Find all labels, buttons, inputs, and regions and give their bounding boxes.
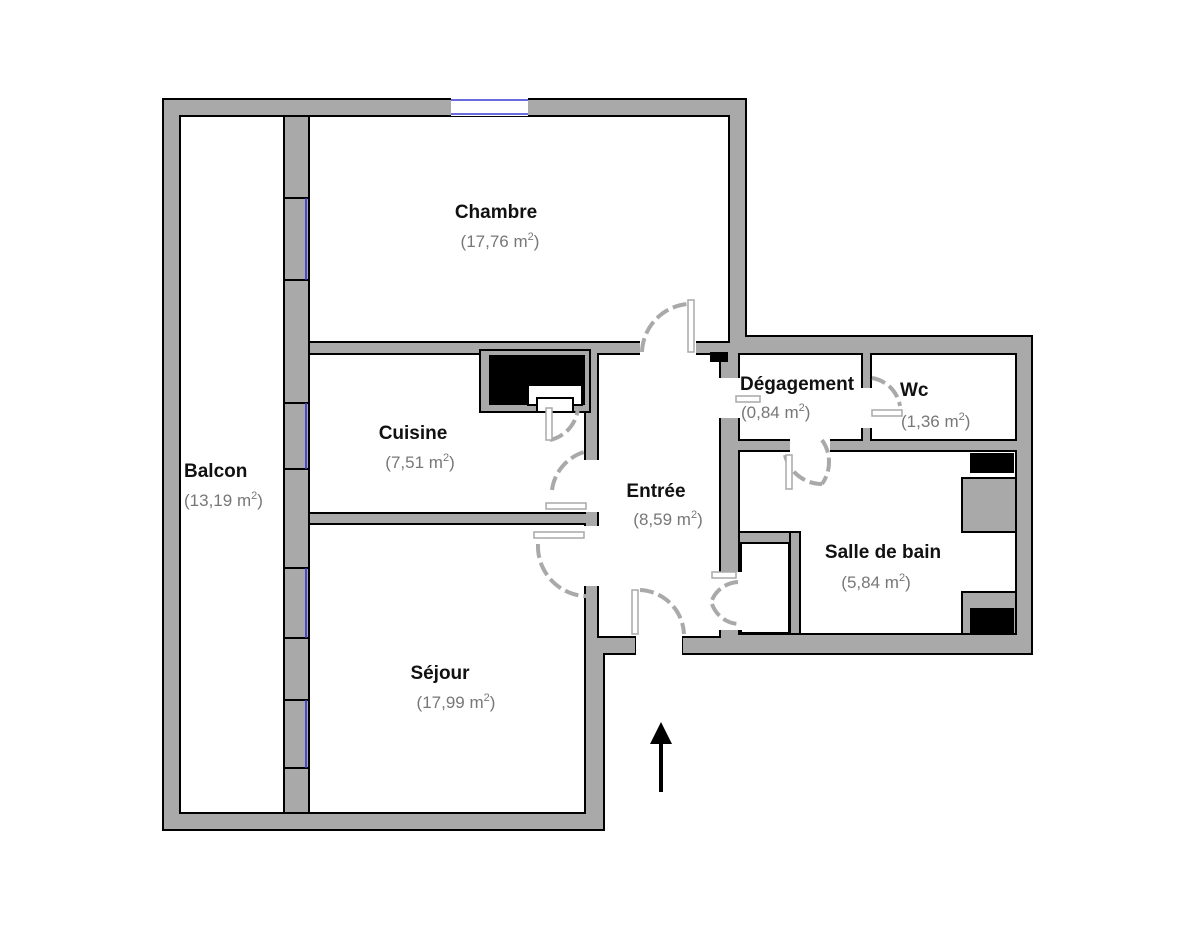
door-degagement[interactable] [783,438,832,490]
kitchen-niche-lower [536,397,574,413]
svg-text:(5,84 m2): (5,84 m2) [841,572,910,592]
svg-text:Chambre: Chambre [455,202,537,223]
door-kitchen-cupboard[interactable] [545,407,580,442]
door-wc[interactable] [871,376,903,417]
entry-small-fixture [710,352,728,362]
balcon-pier-2 [283,279,310,404]
svg-text:Wc: Wc [900,380,929,401]
svg-text:(7,51 m2): (7,51 m2) [385,452,454,472]
bath-partition-v [789,531,801,635]
opening-cuisine-entree [584,460,600,512]
door-sejour[interactable] [533,531,593,599]
label-chambre: Chambre (17,76 m2) [455,202,540,251]
bath-fixture-top [970,453,1014,473]
balcon-pier-1 [283,115,310,199]
room-balcon [179,115,285,814]
window-balcon-3 [286,568,308,638]
room-sejour [308,523,586,814]
opening-sejour-entree [584,526,600,586]
balcon-pier-3 [283,468,310,569]
balcon-pier-5 [283,767,310,814]
bath-closet [740,542,790,634]
opening-degagement-sdb [790,438,830,453]
svg-text:Dégagement: Dégagement [740,374,855,395]
label-entree: Entrée (8,59 m2) [626,481,702,529]
label-salle-de-bain: Salle de bain (5,84 m2) [825,542,941,592]
opening-degagement-wc [860,388,874,428]
door-entree-lower[interactable] [631,588,686,635]
room-entree [597,353,721,638]
svg-text:(0,84 m2): (0,84 m2) [741,402,810,422]
svg-text:Cuisine: Cuisine [379,423,448,444]
svg-text:Balcon: Balcon [184,461,247,482]
svg-text:(8,59 m2): (8,59 m2) [633,509,702,529]
room-chambre [308,115,730,343]
window-balcon-4 [286,700,308,768]
door-chambre[interactable] [640,299,695,353]
label-cuisine: Cuisine (7,51 m2) [379,423,455,472]
up-arrow-icon [650,722,672,792]
door-degagement-entree[interactable] [735,395,761,403]
label-sejour: Séjour (17,99 m2) [410,663,495,712]
svg-text:(1,36 m2): (1,36 m2) [901,411,970,431]
svg-text:Salle de bain: Salle de bain [825,542,941,563]
svg-text:(17,76 m2): (17,76 m2) [461,231,540,251]
svg-text:Séjour: Séjour [410,663,470,684]
balcon-pier-4 [283,637,310,701]
window-chambre [451,98,528,116]
window-balcon-1 [286,198,308,280]
bath-partition [738,531,798,544]
opening-chambre-entree [640,340,696,356]
window-balcon-2 [286,403,308,469]
bath-fixture-bottom [970,608,1014,634]
door-cuisine[interactable] [545,448,597,510]
label-balcon: Balcon (13,19 m2) [184,461,263,510]
main-entrance-opening [636,634,682,656]
svg-text:(13,19 m2): (13,19 m2) [184,490,263,510]
door-closet[interactable] [710,571,739,626]
svg-text:(17,99 m2): (17,99 m2) [417,692,496,712]
label-wc: Wc (1,36 m2) [900,380,970,431]
bath-wall-notch-top [961,477,1017,533]
svg-text:Entrée: Entrée [626,481,685,502]
label-degagement: Dégagement (0,84 m2) [740,374,855,422]
